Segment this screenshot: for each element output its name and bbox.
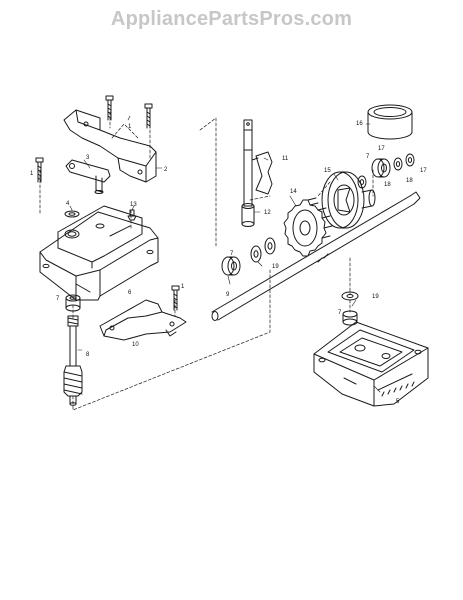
- gearbox-housing-part: [313, 321, 429, 407]
- gearbox-cover-part: [39, 205, 159, 301]
- collar-part: [241, 203, 255, 227]
- callout-5: 5: [396, 399, 400, 405]
- callout-8: 8: [86, 352, 90, 358]
- callout-7: 7: [338, 310, 342, 316]
- washer-part: [405, 153, 415, 167]
- callout-18: 18: [384, 182, 391, 188]
- callout-3: 3: [86, 155, 90, 161]
- washer-part: [264, 237, 276, 255]
- callout-2: 2: [164, 167, 168, 173]
- sleeve-bushing-part: [367, 104, 413, 140]
- washer-part: [341, 291, 359, 301]
- site-watermark: AppliancePartsPros.com: [110, 8, 353, 30]
- washer-part: [357, 175, 367, 189]
- shift-fork-part: [243, 119, 273, 207]
- washer-part: [64, 210, 80, 218]
- callout-16: 16: [356, 121, 363, 127]
- clutch-pulley-part: [321, 171, 376, 229]
- bolt-part: [144, 103, 153, 129]
- callout-18: 18: [406, 178, 413, 184]
- washer-part: [393, 157, 403, 171]
- bushing-part: [342, 310, 358, 326]
- shift-plate-part: [99, 299, 187, 341]
- callout-7: 7: [366, 154, 370, 160]
- callout-13: 13: [130, 202, 137, 208]
- axle-shaft-part: [211, 191, 421, 321]
- callout-17: 17: [378, 146, 385, 152]
- bolt-part: [105, 95, 114, 121]
- callout-12: 12: [264, 210, 271, 216]
- callout-15: 15: [324, 168, 331, 174]
- callout-leader-lines: [69, 115, 381, 393]
- callout-1: 1: [181, 284, 185, 290]
- callout-1: 1: [128, 124, 132, 130]
- callout-9: 9: [226, 292, 230, 298]
- bolt-part: [35, 157, 44, 183]
- callout-labels: 1 1 1 2 3 4 5 6 7 7 7 7 8 9 10 11 12 13 …: [30, 121, 427, 405]
- shift-lever-part: [65, 159, 111, 194]
- callout-10: 10: [132, 342, 139, 348]
- washer-part: [250, 245, 262, 263]
- bushing-part: [65, 294, 81, 312]
- bolt-part: [171, 285, 180, 311]
- callout-11: 11: [282, 156, 289, 162]
- bushing-part: [371, 158, 391, 178]
- callout-7: 7: [56, 296, 60, 302]
- callout-6: 6: [128, 290, 132, 296]
- callout-7: 7: [230, 251, 234, 257]
- bracket-part: [63, 109, 157, 183]
- worm-shaft-part: [63, 315, 83, 406]
- callout-19: 19: [372, 294, 379, 300]
- callout-14: 14: [290, 189, 297, 195]
- gear-part: [283, 197, 333, 257]
- callout-1: 1: [30, 171, 34, 177]
- callout-4: 4: [66, 201, 70, 207]
- bushing-part: [221, 256, 241, 276]
- callout-17: 17: [420, 168, 427, 174]
- callout-19: 19: [272, 264, 279, 270]
